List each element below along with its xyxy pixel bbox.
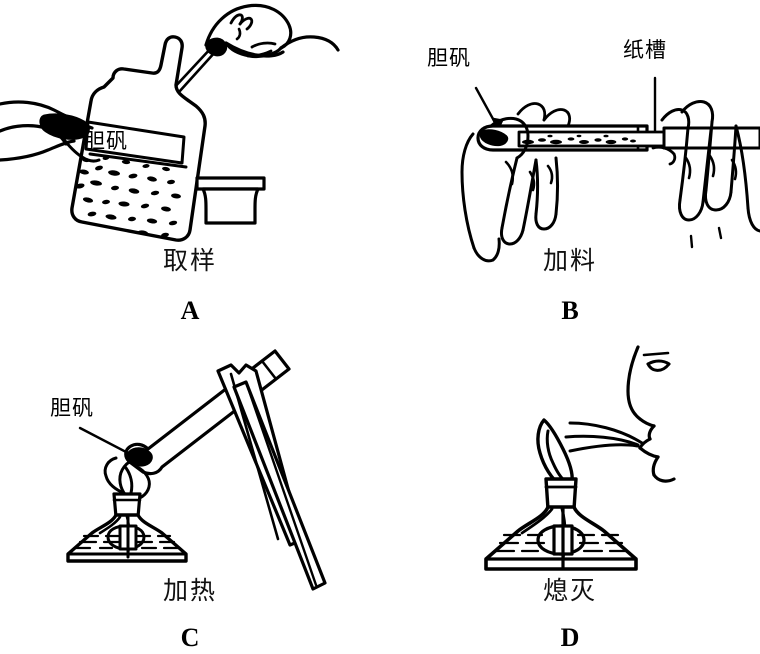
right-hand-holding-trough-icon [651,100,760,249]
hand-holding-bottle-icon [0,100,101,163]
label-danfan-c: 胆矾 [50,396,94,420]
panel-c-letter: C [180,623,200,652]
panel-c-caption: 加热 [162,576,217,605]
left-hand-holding-test-tube-icon [460,102,572,263]
reagent-bottle-label [84,120,186,165]
label-paper-trough: 纸槽 [623,38,667,62]
alcohol-lamp-lit [66,492,188,563]
panel-b-caption: 加料 [542,246,597,275]
breath-stream-lines [564,421,644,453]
panel-a-caption: 取样 [162,246,217,275]
panel-b-adding-material: 胆矾 纸槽 加料 B [380,0,760,327]
panel-d-illustration [484,345,676,571]
hand-holding-spoon-icon [204,3,340,59]
blown-flame-icon [536,418,574,489]
panel-d-extinguishing: 熄灭 D [380,327,760,654]
test-tube-clamp [216,363,327,591]
panel-b-illustration [460,76,760,263]
alcohol-lamp-extinguished [484,477,638,571]
panel-c-heating: 胆矾 加热 C [0,327,380,654]
panel-d-letter: D [560,623,580,652]
panel-b-letter: B [561,296,579,325]
face-profile-blowing-icon [626,345,676,483]
label-danfan-a: 胆矾 [84,129,128,153]
panel-a-illustration [0,3,340,242]
paper-trough [517,126,760,150]
panel-a-sampling: 胆矾 取样 A [0,0,380,327]
label-danfan-b: 胆矾 [427,46,471,70]
panel-d-caption: 熄灭 [542,576,597,605]
leader-line-danfan-c [78,426,132,456]
bottle-stopper-icon [195,176,266,225]
panel-c-illustration [66,349,327,591]
panel-a-letter: A [180,296,200,325]
